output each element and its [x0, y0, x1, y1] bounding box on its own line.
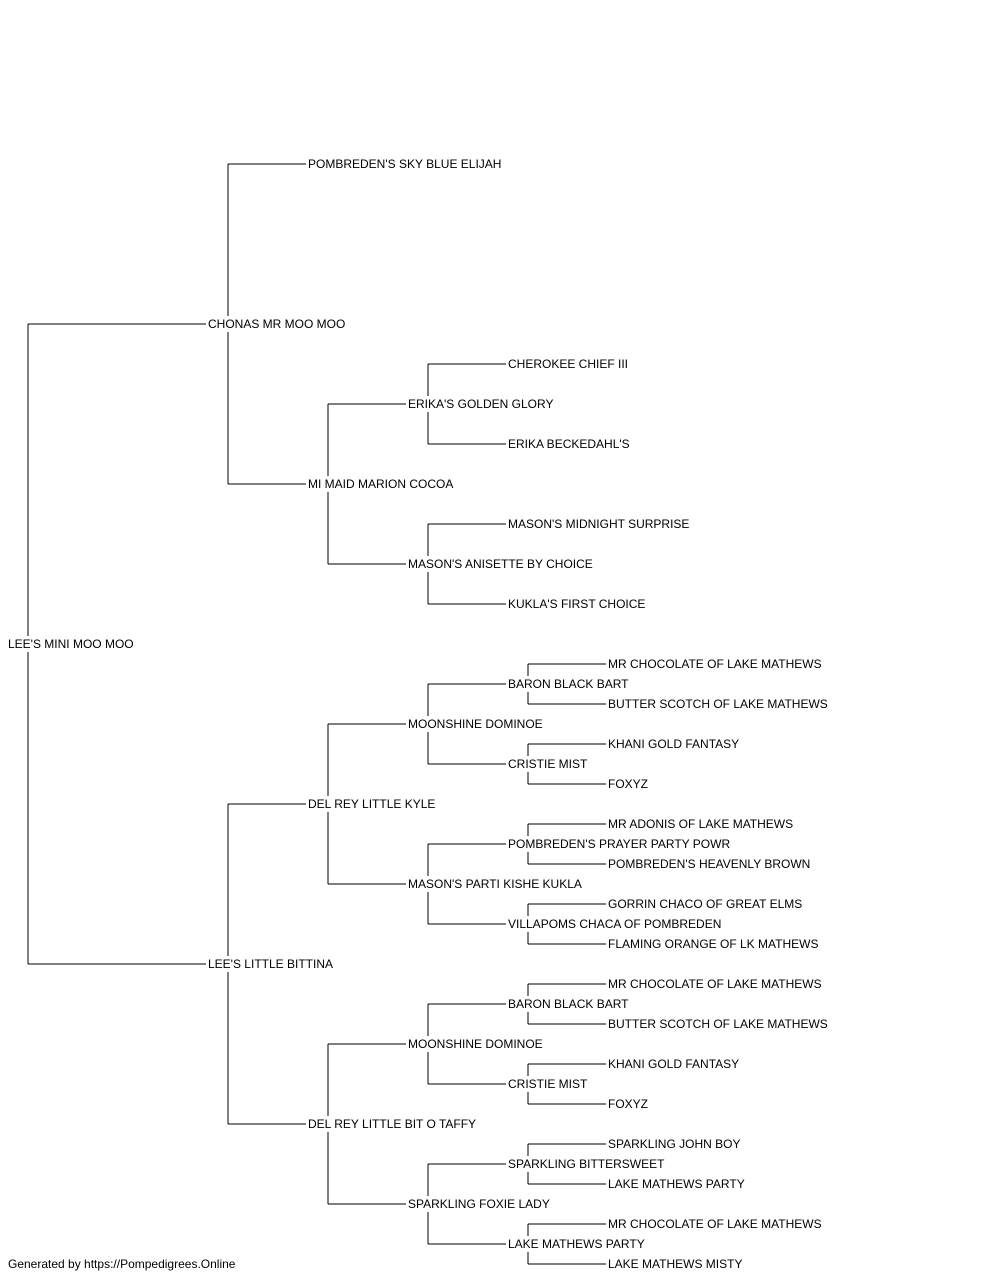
sire-name: BARON BLACK BART — [508, 677, 629, 691]
dam-name: LAKE MATHEWS PARTY — [608, 1177, 745, 1191]
sire-name: POMBREDEN'S SKY BLUE ELIJAH — [308, 157, 501, 171]
sire-name: MR ADONIS OF LAKE MATHEWS — [608, 817, 793, 831]
sire-name: KHANI GOLD FANTASY — [608, 1057, 739, 1071]
sire-name: POMBREDEN'S PRAYER PARTY POWR — [508, 837, 730, 851]
sire-name: MOONSHINE DOMINOE — [408, 717, 543, 731]
dam-name: CRISTIE MIST — [508, 1077, 588, 1091]
dam-name: DEL REY LITTLE BIT O TAFFY — [308, 1117, 476, 1131]
dam-name: BUTTER SCOTCH OF LAKE MATHEWS — [608, 697, 828, 711]
dam-name: CRISTIE MIST — [508, 757, 588, 771]
dam-name: MI MAID MARION COCOA — [308, 477, 453, 491]
sire-name: KHANI GOLD FANTASY — [608, 737, 739, 751]
dam-name: FOXYZ — [608, 777, 648, 791]
sire-name: GORRIN CHACO OF GREAT ELMS — [608, 897, 802, 911]
dam-name: LEE'S LITTLE BITTINA — [208, 957, 333, 971]
sire-name: MR CHOCOLATE OF LAKE MATHEWS — [608, 1217, 822, 1231]
subject-name: LEE'S MINI MOO MOO — [8, 637, 134, 651]
dam-name: LAKE MATHEWS MISTY — [608, 1257, 742, 1271]
sire-name: MR CHOCOLATE OF LAKE MATHEWS — [608, 977, 822, 991]
sire-name: MR CHOCOLATE OF LAKE MATHEWS — [608, 657, 822, 671]
sire-name: SPARKLING BITTERSWEET — [508, 1157, 665, 1171]
dam-name: MASON'S PARTI KISHE KUKLA — [408, 877, 582, 891]
dam-name: VILLAPOMS CHACA OF POMBREDEN — [508, 917, 721, 931]
dam-name: SPARKLING FOXIE LADY — [408, 1197, 550, 1211]
dam-name: FOXYZ — [608, 1097, 648, 1111]
sire-name: MASON'S MIDNIGHT SURPRISE — [508, 517, 689, 531]
dam-name: MASON'S ANISETTE BY CHOICE — [408, 557, 593, 571]
sire-name: CHEROKEE CHIEF III — [508, 357, 628, 371]
sire-name: SPARKLING JOHN BOY — [608, 1137, 740, 1151]
dam-name: FLAMING ORANGE OF LK MATHEWS — [608, 937, 818, 951]
dam-name: ERIKA BECKEDAHL'S — [508, 437, 630, 451]
dam-name: POMBREDEN'S HEAVENLY BROWN — [608, 857, 810, 871]
sire-name: BARON BLACK BART — [508, 997, 629, 1011]
footer-credit: Generated by https://Pompedigrees.Online — [8, 1257, 236, 1271]
dam-name: KUKLA'S FIRST CHOICE — [508, 597, 645, 611]
dam-name: LAKE MATHEWS PARTY — [508, 1237, 645, 1251]
sire-name: MOONSHINE DOMINOE — [408, 1037, 543, 1051]
sire-name: ERIKA'S GOLDEN GLORY — [408, 397, 553, 411]
sire-name: DEL REY LITTLE KYLE — [308, 797, 435, 811]
sire-name: CHONAS MR MOO MOO — [208, 317, 345, 331]
dam-name: BUTTER SCOTCH OF LAKE MATHEWS — [608, 1017, 828, 1031]
